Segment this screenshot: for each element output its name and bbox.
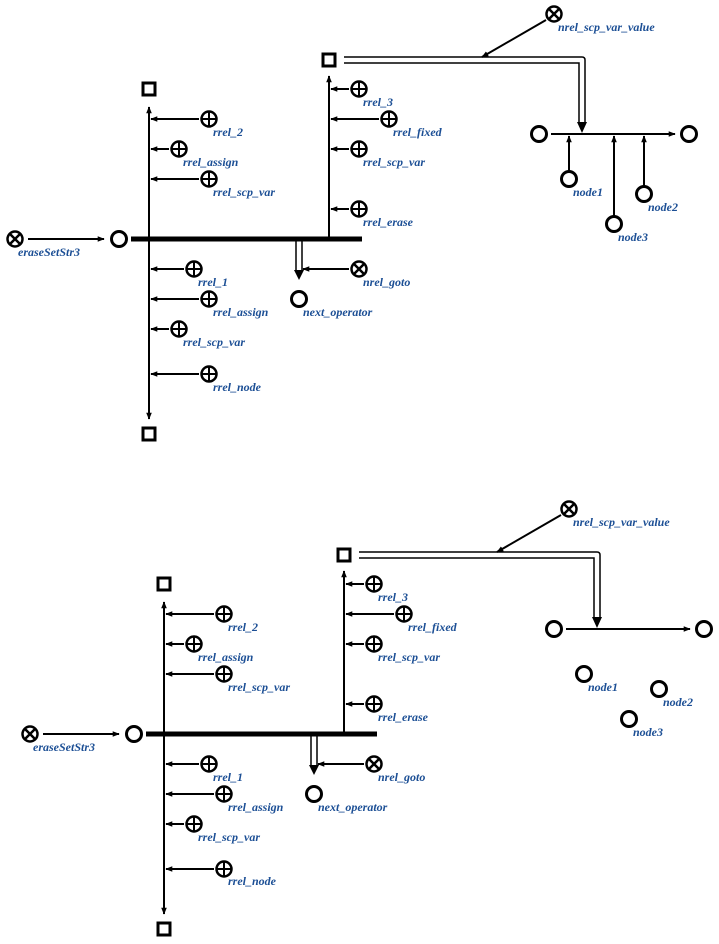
scp-var-value-arc [359, 551, 602, 628]
label-next_operator: next_operator [303, 305, 373, 319]
label-rrel_erase: rrel_erase [363, 215, 414, 229]
role-rrel_3 [330, 80, 368, 98]
label-node3: node3 [618, 230, 648, 244]
value-node-right [680, 125, 698, 143]
value-node-left [530, 125, 548, 143]
role-rrel_fixed [330, 110, 398, 128]
relation-nrel_goto [317, 755, 383, 773]
label-rrel_scp_var-right: rrel_scp_var [378, 650, 440, 664]
struct-node-top-left [156, 576, 172, 592]
role-rrel_fixed [345, 605, 413, 623]
label-node1: node1 [573, 185, 603, 199]
diagram-top: eraseSetStr3 rrel_2 rrel_assign rrel_scp [6, 5, 698, 442]
struct-node-top-right [321, 52, 337, 68]
relation-nrel_scp_var_value [481, 5, 563, 58]
label-rrel_assign-bottom: rrel_assign [228, 800, 284, 814]
node3 [620, 710, 638, 728]
role-rrel_assign-bottom [150, 290, 218, 308]
label-rrel_scp_var-bottom: rrel_scp_var [198, 830, 260, 844]
role-rrel_assign-top [165, 635, 203, 653]
label-nrel_goto: nrel_goto [363, 275, 410, 289]
role-rrel_scp_var-bottom [165, 815, 203, 833]
node1 [575, 665, 593, 683]
label-rrel_1: rrel_1 [198, 275, 228, 289]
label-rrel_scp_var-top: rrel_scp_var [228, 680, 290, 694]
scp-var-value-arc [344, 56, 587, 133]
label-rrel_scp_var-right: rrel_scp_var [363, 155, 425, 169]
struct-node-top-left [141, 81, 157, 97]
label-next_operator: next_operator [318, 800, 388, 814]
label-rrel_3: rrel_3 [363, 95, 393, 109]
label-rrel_assign-top: rrel_assign [183, 155, 239, 169]
role-rrel_2 [165, 605, 233, 623]
label-node3: node3 [633, 725, 663, 739]
role-rrel_2 [150, 110, 218, 128]
role-rrel_scp_var-bottom [150, 320, 188, 338]
label-nrel_goto: nrel_goto [378, 770, 425, 784]
node2 [650, 680, 668, 698]
role-rrel_erase [345, 695, 383, 713]
node2 [635, 135, 653, 203]
value-node-right [695, 620, 713, 638]
role-rrel_node [165, 860, 233, 878]
label-rrel_node: rrel_node [228, 874, 277, 888]
role-rrel_node [150, 365, 218, 383]
label-eraseSetStr3: eraseSetStr3 [33, 740, 95, 754]
label-rrel_2: rrel_2 [213, 125, 243, 139]
label-rrel_2: rrel_2 [228, 620, 258, 634]
label-node2: node2 [663, 695, 693, 709]
node1 [560, 135, 578, 188]
struct-node-bottom-left [156, 921, 172, 937]
role-rrel_3 [345, 575, 383, 593]
next-operator-node [290, 290, 308, 308]
role-rrel_scp_var-top [150, 170, 218, 188]
role-rrel_1 [165, 755, 218, 773]
role-rrel_erase [330, 200, 368, 218]
label-nrel_scp_var_value: nrel_scp_var_value [573, 515, 670, 529]
node3 [605, 135, 623, 233]
label-rrel_scp_var-bottom: rrel_scp_var [183, 335, 245, 349]
label-rrel_node: rrel_node [213, 380, 262, 394]
label-rrel_erase: rrel_erase [378, 710, 429, 724]
role-rrel_assign-top [150, 140, 188, 158]
role-rrel_scp_var-top [165, 665, 233, 683]
label-rrel_3: rrel_3 [378, 590, 408, 604]
role-rrel_1 [150, 260, 203, 278]
class-node-eraseSetStr3 [6, 230, 24, 248]
diagram-bottom: eraseSetStr3 rrel_2 rrel_assign rrel_scp… [21, 500, 713, 937]
label-rrel_assign-bottom: rrel_assign [213, 305, 269, 319]
next-operator-node [305, 785, 323, 803]
label-node1: node1 [588, 680, 618, 694]
role-rrel_scp_var-right [345, 635, 383, 653]
operator-node [125, 725, 143, 743]
struct-node-top-right [336, 547, 352, 563]
label-nrel_scp_var_value: nrel_scp_var_value [558, 20, 655, 34]
value-node-left [545, 620, 563, 638]
role-rrel_assign-bottom [165, 785, 233, 803]
label-eraseSetStr3: eraseSetStr3 [18, 245, 80, 259]
label-rrel_scp_var-top: rrel_scp_var [213, 185, 275, 199]
role-rrel_scp_var-right [330, 140, 368, 158]
struct-node-bottom-left [141, 426, 157, 442]
operator-node [110, 230, 128, 248]
class-node-eraseSetStr3 [21, 725, 39, 743]
relation-nrel_goto [302, 260, 368, 278]
relation-nrel_scp_var_value [496, 500, 578, 553]
label-node2: node2 [648, 200, 678, 214]
label-rrel_assign-top: rrel_assign [198, 650, 254, 664]
goto-arc [309, 735, 319, 775]
label-rrel_fixed: rrel_fixed [408, 620, 458, 634]
label-rrel_fixed: rrel_fixed [393, 125, 443, 139]
goto-arc [294, 240, 304, 280]
label-rrel_1: rrel_1 [213, 770, 243, 784]
